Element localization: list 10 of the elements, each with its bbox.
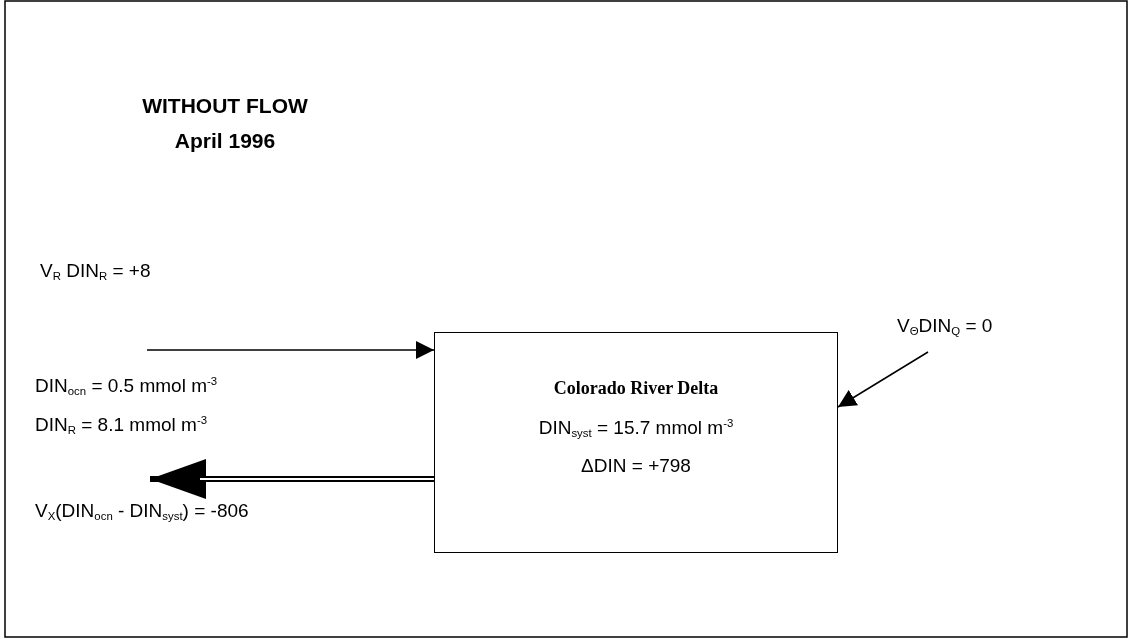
flux-label: V$_{R}$ DIN$_{R}$ = +8 <box>40 260 151 285</box>
flux-label: DIN$_{ocn}$ = 0.5 mmol m$^{-3}$ <box>35 375 218 400</box>
box-value: DIN$_{syst}$ = 15.7 mmol m$^{-3}$ <box>537 417 735 442</box>
flux-label: V$_{X}$(DIN$_{ocn}$ - DIN$_{syst}$) = -806 <box>35 500 249 525</box>
box-value: ΔDIN = +798 <box>580 455 692 478</box>
box-title: Colorado River Delta <box>552 378 720 400</box>
flux-text: V$_{Θ}$DIN$_{Q}$ = 0 <box>897 315 1097 345</box>
title: WITHOUT FLOW April 1996 <box>141 93 309 154</box>
process-box <box>434 332 838 553</box>
flux-label: DIN$_{R}$ = 8.1 mmol m$^{-3}$ <box>35 414 207 439</box>
